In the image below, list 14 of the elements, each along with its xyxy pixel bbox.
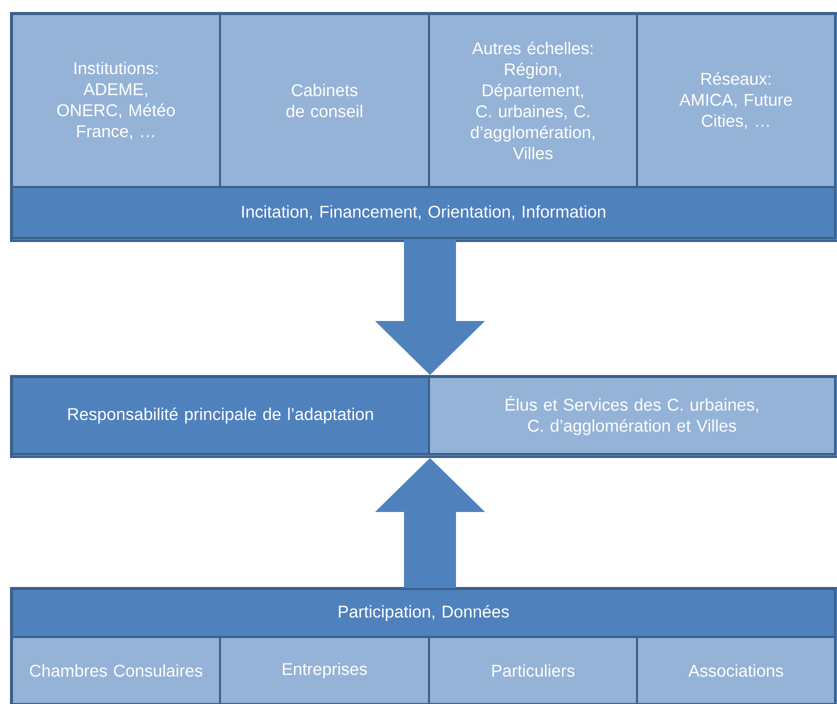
category-box: Autres échelles: Région, Département, C. urbaines, C. d’agglomération, Villes (428, 13, 638, 188)
category-box: Cabinets de conseil (219, 13, 430, 188)
category-box: Réseaux: AMICA, Future Cities, … (636, 13, 836, 188)
block-arrow (375, 458, 485, 588)
header-band: Participation, Données (11, 588, 836, 638)
category-box: Particuliers (428, 636, 638, 704)
category-box: Élus et Services des C. urbaines, C. d’agglomération et Villes (428, 376, 836, 455)
block-arrow (375, 239, 485, 375)
header-band: Incitation, Financement, Orientation, Information (11, 186, 836, 239)
category-box: Entreprises (219, 636, 430, 704)
header-box: Responsabilité principale de l’adaptation (11, 376, 430, 455)
category-box: Institutions: ADEME, ONERC, Météo France, … (11, 13, 221, 188)
category-box: Chambres Consulaires (11, 636, 221, 704)
category-box: Associations (636, 636, 836, 704)
